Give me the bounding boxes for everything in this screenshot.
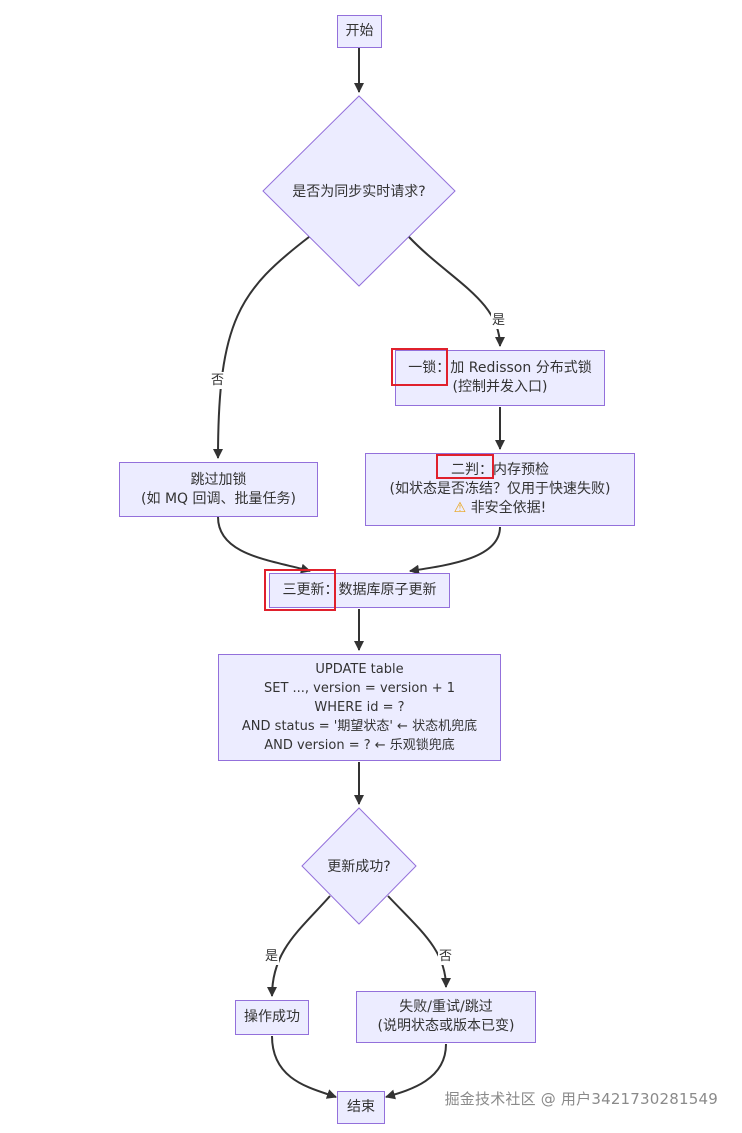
edge-skip-to-update <box>217 516 311 574</box>
highlight-precheck <box>436 454 494 479</box>
precheck-line-3: ⚠ 非安全依据! <box>454 499 547 518</box>
success-node: 操作成功 <box>235 1000 309 1035</box>
precheck-line-1: 二判：内存预检 <box>451 462 549 478</box>
precheck-node: 二判：内存预检 (如状态是否冻结？仅用于快速失败) ⚠ 非安全依据! <box>365 453 635 526</box>
end-node: 结束 <box>337 1091 385 1124</box>
sql-line-2: SET ..., version = version + 1 <box>263 681 455 696</box>
warning-icon: ⚠ <box>453 500 467 516</box>
fail-node: 失败/重试/跳过 (说明状态或版本已变) <box>356 991 536 1043</box>
decision-sync-label: 是否为同步实时请求? <box>292 184 426 200</box>
update-label: 三更新：数据库原子更新 <box>282 582 437 598</box>
start-label: 开始 <box>345 23 374 39</box>
end-label: 结束 <box>347 1099 375 1115</box>
highlight-lock <box>391 348 448 386</box>
decision-success-label: 更新成功? <box>327 859 391 875</box>
success-label: 操作成功 <box>244 1009 300 1025</box>
edge-success-to-end <box>271 1035 337 1099</box>
highlight-update <box>264 569 336 611</box>
sql-line-3: WHERE id = ? <box>314 700 405 715</box>
precheck-line-2: (如状态是否冻结？仅用于快速失败) <box>389 481 611 497</box>
skip-lock-node: 跳过加锁 (如 MQ 回调、批量任务) <box>119 462 318 517</box>
edge-precheck-to-update <box>409 526 501 575</box>
sql-line-4: AND status = '期望状态' ← 状态机兜底 <box>241 719 478 734</box>
lock-line-1: 一锁：加 Redisson 分布式锁 <box>408 360 592 376</box>
skip-lock-line-1: 跳过加锁 <box>190 471 247 488</box>
sql-node: UPDATE table SET ..., version = version … <box>218 654 501 761</box>
decision-success-shape <box>301 807 417 925</box>
edge-sync-no <box>213 236 310 459</box>
watermark: 掘金技术社区 @ 用户3421730281549 <box>444 1090 718 1108</box>
sql-line-5: AND version = ? ← 乐观锁兜底 <box>264 738 455 753</box>
edge-label-sync-yes: 是 <box>491 312 507 329</box>
fail-line-2: (说明状态或版本已变) <box>377 1018 515 1034</box>
sql-line-1: UPDATE table <box>315 662 404 677</box>
edge-sync-yes <box>408 236 505 347</box>
start-node: 开始 <box>337 15 382 48</box>
update-node: 三更新：数据库原子更新 <box>269 573 450 608</box>
lock-node: 一锁：加 Redisson 分布式锁 (控制并发入口) <box>395 350 605 406</box>
edge-label-success-yes: 是 <box>264 948 280 965</box>
precheck-warning-text: 非安全依据! <box>470 500 547 516</box>
decision-sync-shape <box>262 95 456 287</box>
edge-success-yes <box>267 895 331 997</box>
edge-fail-to-end <box>385 1043 447 1100</box>
lock-line-2: (控制并发入口) <box>452 379 548 395</box>
edge-label-sync-no: 否 <box>210 372 226 389</box>
edge-success-no <box>387 895 451 988</box>
fail-line-1: 失败/重试/跳过 <box>399 999 493 1015</box>
edge-label-success-no: 否 <box>438 948 454 965</box>
skip-lock-line-2: (如 MQ 回调、批量任务) <box>141 490 296 507</box>
